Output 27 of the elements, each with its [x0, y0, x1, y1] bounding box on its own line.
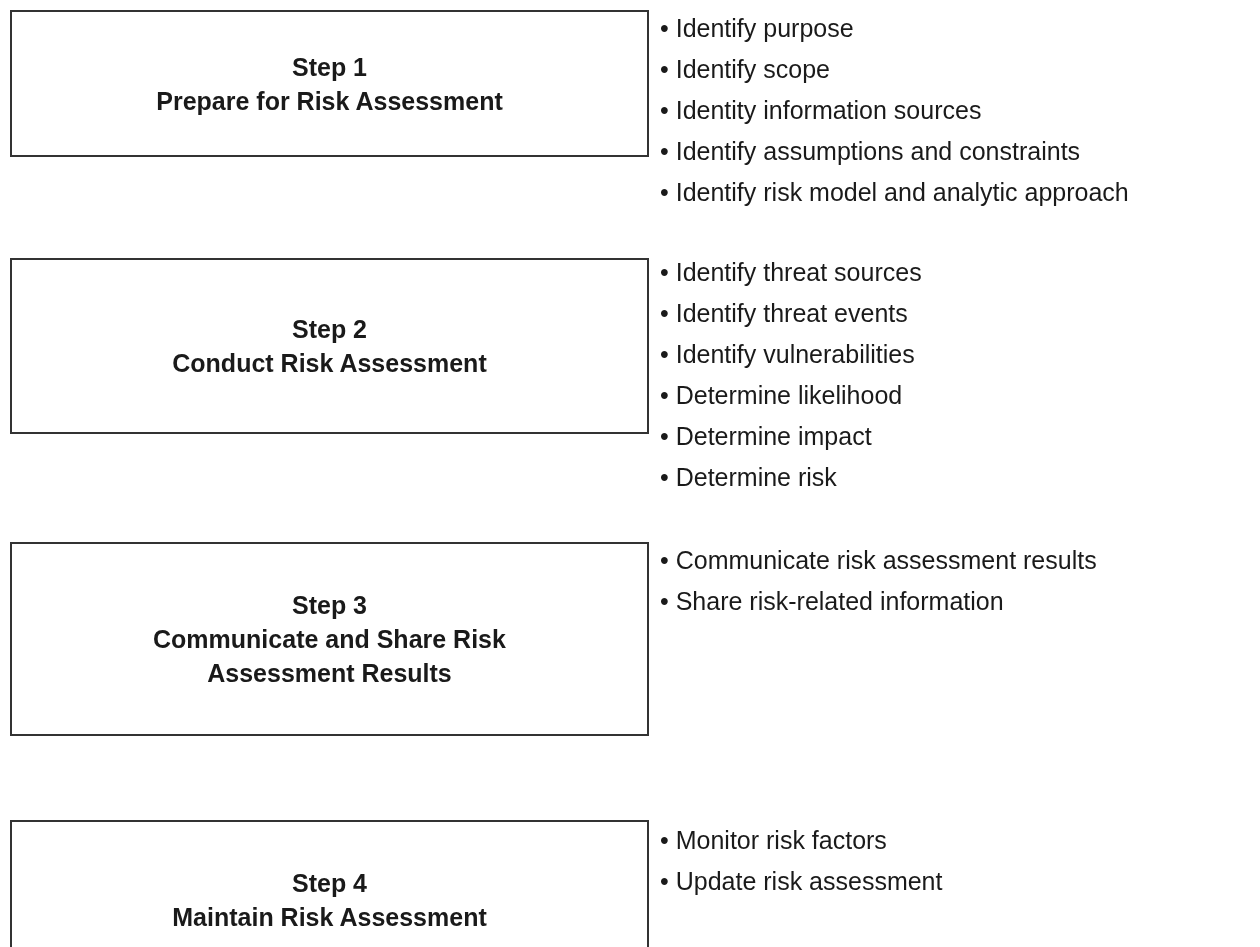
bullet-item: • Identify threat sources: [660, 257, 923, 288]
bullet-item: • Identify assumptions and constraints: [660, 136, 1082, 167]
step-number: Step 4: [291, 868, 368, 899]
bullet-item: • Identify scope: [660, 54, 831, 85]
bullet-item: • Communicate risk assessment results: [660, 545, 1098, 576]
bullet-item: • Share risk-related information: [660, 586, 1005, 617]
bullet-item: • Identify purpose: [660, 13, 855, 44]
step-number: Step 1: [291, 51, 368, 83]
step-title: Communicate and Share Risk Assessment Results: [152, 624, 507, 689]
step-title: Maintain Risk Assessment: [171, 902, 488, 933]
step-number: Step 3: [291, 590, 368, 621]
step-title: Prepare for Risk Assessment: [155, 85, 504, 117]
step-box: [10, 10, 649, 157]
bullet-item: • Identify vulnerabilities: [660, 339, 916, 370]
step-title: Conduct Risk Assessment: [171, 348, 488, 379]
bullet-item: • Determine likelihood: [660, 380, 904, 411]
bullet-item: • Determine risk: [660, 462, 838, 493]
bullet-item: • Monitor risk factors: [660, 825, 888, 856]
step-box: [10, 258, 649, 434]
bullet-item: • Update risk assessment: [660, 866, 944, 897]
step-box: [10, 820, 649, 947]
step-box: [10, 542, 649, 736]
step-number: Step 2: [291, 314, 368, 345]
bullet-item: • Identify threat events: [660, 298, 909, 329]
bullet-item: • Determine impact: [660, 421, 873, 452]
bullet-item: • Identity information sources: [660, 95, 983, 126]
bullet-item: • Identify risk model and analytic approach: [660, 177, 1130, 208]
